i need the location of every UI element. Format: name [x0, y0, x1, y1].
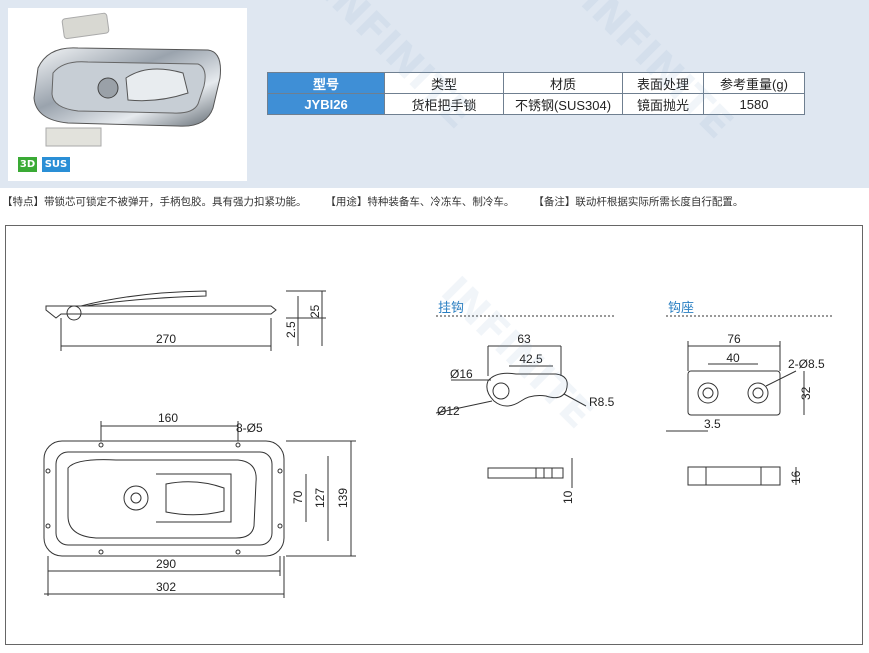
handle-lock-illustration: [33, 12, 221, 147]
side-view: [45, 290, 326, 351]
dim-d16: Ø16: [450, 367, 473, 381]
dim-d12: Ø12: [437, 404, 460, 418]
technical-drawing-frame: 270 25 2.5 160 8-Ø5 290 302 70 127 139 挂…: [5, 225, 863, 645]
cell-type: 货柜把手锁: [384, 93, 504, 115]
cell-material: 不锈钢(SUS304): [503, 93, 623, 115]
dim-40: 40: [726, 351, 740, 365]
dim-10: 10: [561, 490, 575, 504]
header-material: 材质: [503, 72, 623, 94]
table-header-row: 型号 类型 材质 表面处理 参考重量(g): [267, 72, 805, 94]
header-weight: 参考重量(g): [703, 72, 805, 94]
dim-290: 290: [156, 557, 176, 571]
header-type: 类型: [384, 72, 504, 94]
cell-finish: 镜面抛光: [622, 93, 704, 115]
sus-badge: SUS: [42, 157, 70, 172]
dim-3-5: 3.5: [704, 417, 721, 431]
description-line: 【特点】带锁芯可锁定不被弹开，手柄包胶。具有强力扣紧功能。 【用途】特种装备车、…: [2, 194, 759, 209]
seat-drawing: [666, 341, 805, 486]
header-finish: 表面处理: [622, 72, 704, 94]
dim-r8-5: R8.5: [589, 395, 615, 409]
dim-302: 302: [156, 580, 176, 594]
dim-63: 63: [517, 332, 531, 346]
dim-127: 127: [313, 488, 327, 508]
dim-25: 25: [308, 304, 322, 318]
dim-2-holes: 2-Ø8.5: [788, 357, 825, 371]
hook-drawing: [435, 345, 587, 488]
dim-160: 160: [158, 411, 178, 425]
spec-table: 型号 类型 材质 表面处理 参考重量(g) JYBI26 货柜把手锁 不锈钢(S…: [267, 72, 805, 115]
dim-42-5: 42.5: [519, 352, 543, 366]
3d-badge: 3D: [18, 157, 37, 172]
dim-139: 139: [336, 488, 350, 508]
product-photo: [8, 8, 247, 181]
header-model: 型号: [267, 72, 385, 94]
seat-title: 钩座: [668, 301, 694, 316]
cell-weight: 1580: [703, 93, 805, 115]
dim-16: 16: [789, 470, 803, 484]
dim-270: 270: [156, 332, 176, 346]
dim-2-5: 2.5: [284, 321, 298, 338]
features-text: 【特点】带锁芯可锁定不被弹开，手柄包胶。具有强力扣紧功能。: [2, 196, 307, 208]
table-row: JYBI26 货柜把手锁 不锈钢(SUS304) 镜面抛光 1580: [267, 93, 805, 115]
note-text: 【备注】联动杆根据实际所需长度自行配置。: [533, 196, 744, 208]
product-header-panel: 3D SUS 型号 类型 材质 表面处理 参考重量(g) JYBI26 货柜把手…: [0, 0, 869, 188]
top-view: [43, 421, 356, 598]
dim-70: 70: [291, 490, 305, 504]
usage-text: 【用途】特种装备车、冷冻车、制冷车。: [325, 196, 515, 208]
dim-8-holes: 8-Ø5: [236, 421, 263, 435]
dim-32: 32: [799, 386, 813, 400]
technical-drawing: 270 25 2.5 160 8-Ø5 290 302 70 127 139 挂…: [43, 290, 832, 598]
hook-title: 挂钩: [438, 301, 464, 316]
cell-model: JYBI26: [267, 93, 385, 115]
dim-76: 76: [727, 332, 741, 346]
